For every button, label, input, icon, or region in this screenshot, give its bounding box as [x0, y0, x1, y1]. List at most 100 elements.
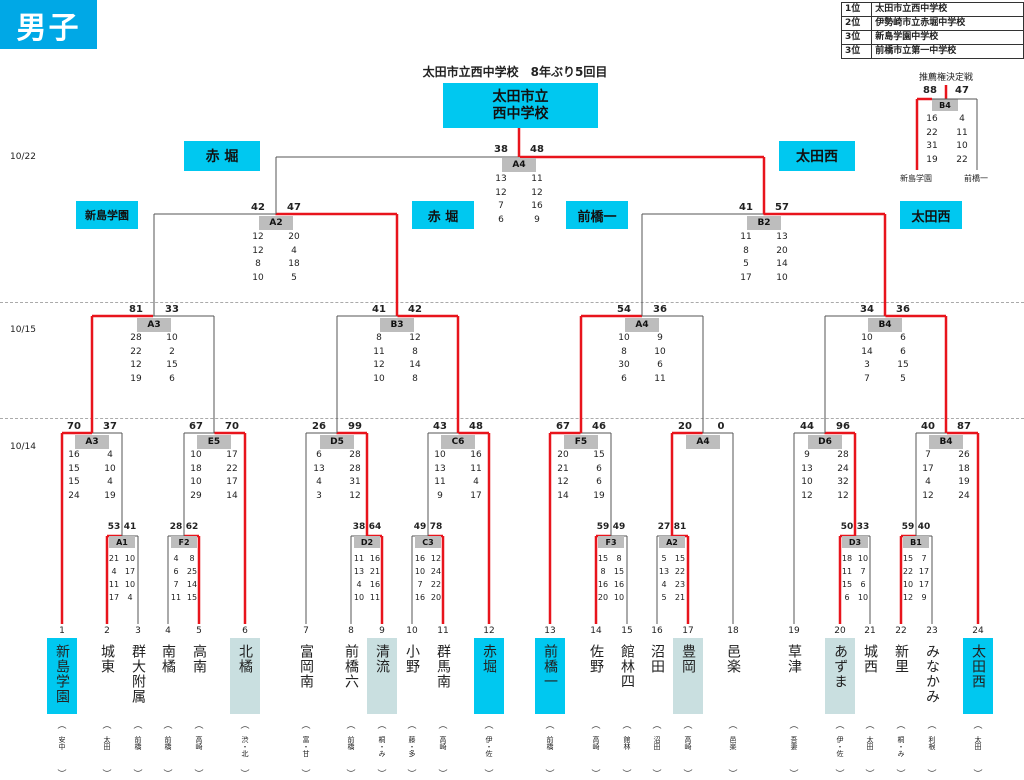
team-seed: 10: [406, 626, 418, 636]
team-district: ︵前橋︶: [123, 722, 153, 780]
date-early-rounds: 10/14: [10, 442, 36, 452]
round1-4-score-left: 59: [596, 522, 610, 532]
team-seed: 2: [104, 626, 110, 636]
round1-7-score-right: 40: [917, 522, 931, 532]
round-divider: [0, 418, 1024, 419]
paren-close: ︶: [835, 770, 845, 780]
team-name: 清流: [374, 644, 390, 674]
round2-7-score-left: 40: [921, 421, 935, 432]
team-district: ︵高崎︶: [673, 722, 703, 780]
paren-close: ︶: [102, 770, 112, 780]
paren-close: ︶: [728, 770, 738, 780]
recommend-score-left: 88: [923, 85, 937, 96]
district-text: 前橋: [347, 736, 355, 750]
round2-6-score-left: 44: [800, 421, 814, 432]
team-seed: 12: [483, 626, 495, 636]
team-seed: 18: [727, 626, 739, 636]
district-text: 渋・北: [241, 736, 249, 757]
court-badge: A3: [75, 435, 109, 449]
district-text: 桐・み: [897, 736, 905, 757]
team-district: ︵藤・多︶: [397, 722, 427, 780]
court-badge: D6: [808, 435, 842, 449]
district-text: 富・甘: [302, 736, 310, 757]
final-score-right: 48: [530, 144, 544, 155]
team-name: 前橋六: [343, 644, 359, 689]
semi-a2-score-right: 47: [287, 202, 301, 213]
court-badge: B3: [380, 318, 414, 332]
district-text: 伊・佐: [485, 736, 493, 757]
team-district: ︵利根︶: [917, 721, 947, 780]
ranking-row: 3位新島学園中学校: [840, 30, 1024, 45]
recommend-score-right: 47: [955, 85, 969, 96]
paren-open: ︵: [194, 721, 204, 731]
semi-b2-score-left: 41: [739, 202, 753, 213]
paren-open: ︵: [484, 721, 494, 731]
paren-close: ︶: [240, 770, 250, 780]
team-name: 邑楽: [725, 644, 741, 674]
round1-2-score-right: 64: [368, 522, 382, 532]
team-name-box: 小野: [397, 638, 427, 714]
team-district: ︵前橋︶: [535, 722, 565, 780]
team-name: 富岡南: [298, 644, 314, 689]
winner-box-akahori: 赤 堀: [184, 141, 260, 171]
round2-5-score-left: 20: [678, 421, 692, 432]
date-final: 10/22: [10, 152, 36, 162]
paren-open: ︵: [652, 721, 662, 731]
paren-open: ︵: [728, 721, 738, 731]
team-seed: 22: [895, 626, 907, 636]
district-text: 高崎: [439, 736, 447, 750]
team-district: ︵前橋︶: [153, 722, 183, 780]
team-district: ︵太田︶: [963, 722, 993, 780]
team-district: ︵沼田︶: [642, 721, 672, 780]
final-score-left: 38: [494, 144, 508, 155]
winner-box-maebashi1: 前橋一: [566, 201, 628, 229]
district-text: 太田: [974, 736, 982, 750]
quarter-a3-score-right: 33: [165, 304, 179, 315]
quarter-a4-score-right: 36: [653, 304, 667, 315]
team-seed: 5: [196, 626, 202, 636]
paren-open: ︵: [927, 721, 937, 731]
paren-open: ︵: [377, 721, 387, 731]
court-badge: A3: [137, 318, 171, 332]
semi-b2-score-right: 57: [775, 202, 789, 213]
team-district: ︵高崎︶: [184, 721, 214, 780]
team-seed: 23: [926, 626, 938, 636]
round2-1-score-right: 70: [225, 421, 239, 432]
team-name-box: 新里: [886, 638, 916, 714]
round2-1-score-left: 67: [189, 421, 203, 432]
round1-4-score-right: 49: [612, 522, 626, 532]
team-seed: 6: [242, 626, 248, 636]
district-text: 伊・佐: [836, 736, 844, 757]
round1-6-score-right: 33: [856, 522, 870, 532]
team-seed: 9: [379, 626, 385, 636]
team-district: ︵太田︶: [855, 722, 885, 780]
court-badge: F3: [598, 536, 624, 548]
court-badge: B4: [868, 318, 902, 332]
category-tag: 男子: [0, 0, 97, 49]
paren-close: ︶: [301, 770, 311, 780]
paren-close: ︶: [133, 770, 143, 780]
team-name: 新里: [893, 644, 909, 674]
team-name-box: 城東: [92, 638, 122, 714]
team-seed: 24: [972, 626, 984, 636]
team-name: 南橘: [160, 644, 176, 674]
winner-box-akahori-semi: 赤 堀: [412, 201, 474, 229]
semi-a2-score-left: 42: [251, 202, 265, 213]
paren-close: ︶: [865, 770, 875, 780]
team-district: ︵桐・み︶: [367, 721, 397, 780]
